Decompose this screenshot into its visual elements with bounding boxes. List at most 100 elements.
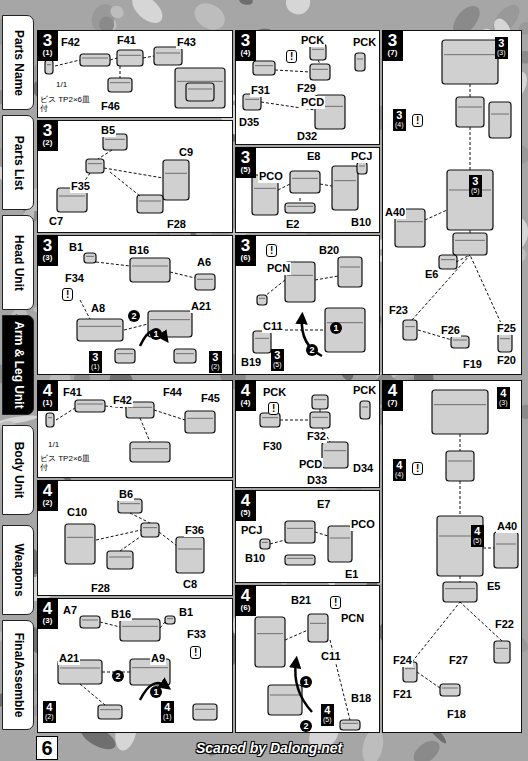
tab-text-wrap: Body Unit bbox=[11, 429, 24, 511]
part-detail bbox=[197, 279, 213, 280]
panel-ground bbox=[37, 120, 233, 233]
panel-ground bbox=[235, 147, 380, 233]
part-detail bbox=[109, 557, 131, 558]
part-detail bbox=[434, 404, 486, 405]
assembly-guide bbox=[130, 513, 150, 523]
part-callout: PCJ bbox=[240, 524, 263, 537]
part-detail bbox=[496, 544, 516, 545]
part-detail bbox=[132, 266, 168, 267]
model-part bbox=[137, 195, 163, 213]
part-callout: D33 bbox=[306, 474, 328, 487]
step-number: 4 bbox=[37, 482, 58, 499]
assembly-guide bbox=[412, 602, 460, 662]
model-part bbox=[130, 258, 170, 282]
part-detail bbox=[143, 527, 157, 528]
part-callout: F41 bbox=[116, 34, 137, 47]
assembly-guide bbox=[110, 172, 140, 196]
part-detail bbox=[77, 404, 103, 405]
part-detail bbox=[334, 180, 356, 181]
part-callout: B20 bbox=[318, 244, 340, 257]
section-tab: Arm & Leg Unit bbox=[2, 315, 34, 415]
part-detail bbox=[132, 448, 168, 449]
panel-ground bbox=[37, 480, 233, 596]
step-header: 4(2) bbox=[37, 480, 58, 511]
assembly-guide bbox=[425, 210, 447, 220]
part-callout: E2 bbox=[285, 218, 300, 231]
model-part bbox=[442, 40, 498, 84]
model-part bbox=[355, 53, 365, 71]
assembly-guide bbox=[159, 532, 176, 545]
step-header: 4(5) bbox=[235, 490, 256, 521]
tab-label: Weapons bbox=[11, 529, 24, 611]
watermark: Scaned by Dalong.net bbox=[196, 740, 342, 756]
model-part bbox=[86, 159, 104, 173]
assembly-guide bbox=[160, 622, 165, 628]
part-callout: PCK bbox=[300, 34, 325, 47]
part-detail bbox=[397, 221, 423, 222]
model-part bbox=[80, 54, 110, 66]
part-callout: F36 bbox=[184, 524, 205, 537]
step-substep: (6) bbox=[235, 254, 256, 263]
step-header: 4(4) bbox=[235, 380, 256, 411]
step-reference: 3(1) bbox=[89, 351, 102, 373]
step-panel: 4(3)4(2)4(1) bbox=[37, 598, 233, 733]
flow-arrow bbox=[140, 683, 166, 700]
step-substep: (7) bbox=[382, 49, 403, 58]
assembly-guide bbox=[265, 280, 285, 296]
step-substep: (5) bbox=[273, 361, 282, 369]
tab-text-wrap: Head Unit bbox=[11, 219, 24, 306]
caution-mark: ! bbox=[412, 114, 423, 127]
model-part bbox=[498, 332, 512, 352]
step-substep: (5) bbox=[235, 509, 256, 518]
scale-note: 1/1 bbox=[48, 440, 59, 450]
assembly-guide bbox=[483, 548, 494, 549]
part-callout: F46 bbox=[100, 100, 121, 113]
part-callout: E8 bbox=[306, 150, 321, 163]
assembly-guide bbox=[470, 84, 471, 97]
part-detail bbox=[176, 353, 194, 354]
step-reference: 4(2) bbox=[43, 701, 56, 723]
step-header: 4(7) bbox=[382, 380, 403, 411]
model-part bbox=[193, 704, 217, 720]
part-detail bbox=[122, 626, 158, 627]
part-callout: A6 bbox=[196, 256, 212, 269]
part-detail bbox=[48, 417, 52, 418]
part-detail bbox=[255, 65, 273, 66]
camo-blob bbox=[127, 0, 167, 28]
assembly-guide bbox=[456, 255, 470, 262]
part-callout: F42 bbox=[60, 36, 81, 49]
part-callout: F44 bbox=[162, 386, 183, 399]
model-part bbox=[322, 442, 348, 468]
model-part bbox=[186, 83, 214, 101]
part-callout: B16 bbox=[110, 608, 132, 621]
section-tab: Weapons bbox=[2, 525, 34, 615]
page-number: 6 bbox=[37, 737, 57, 759]
model-part bbox=[338, 257, 362, 287]
part-callout: PCJ bbox=[350, 150, 373, 163]
part-detail bbox=[314, 399, 326, 400]
part-detail bbox=[405, 326, 415, 327]
part-callout: F32 bbox=[306, 430, 327, 443]
part-detail bbox=[455, 240, 485, 241]
model-part bbox=[437, 516, 483, 576]
part-detail bbox=[245, 99, 259, 100]
part-callout: A9 bbox=[150, 652, 166, 665]
model-part bbox=[285, 555, 315, 565]
assembly-guide bbox=[470, 230, 471, 233]
panel-ground bbox=[382, 30, 522, 375]
assembly-guide bbox=[320, 409, 321, 412]
assembly-guide bbox=[278, 184, 290, 190]
part-detail bbox=[257, 633, 283, 634]
assembly-guide bbox=[154, 410, 185, 420]
part-detail bbox=[292, 178, 318, 179]
model-part bbox=[120, 619, 160, 641]
step-number: 4 bbox=[382, 382, 403, 399]
part-callout: F18 bbox=[446, 708, 467, 721]
part-callout: F28 bbox=[90, 582, 111, 595]
model-part bbox=[80, 616, 100, 628]
step-panel: 4(6)4(5) bbox=[235, 585, 380, 733]
step-header: 3(1) bbox=[37, 30, 58, 61]
model-part bbox=[115, 349, 135, 363]
part-callout: B5 bbox=[100, 124, 116, 137]
step-number: 4 bbox=[235, 492, 256, 509]
